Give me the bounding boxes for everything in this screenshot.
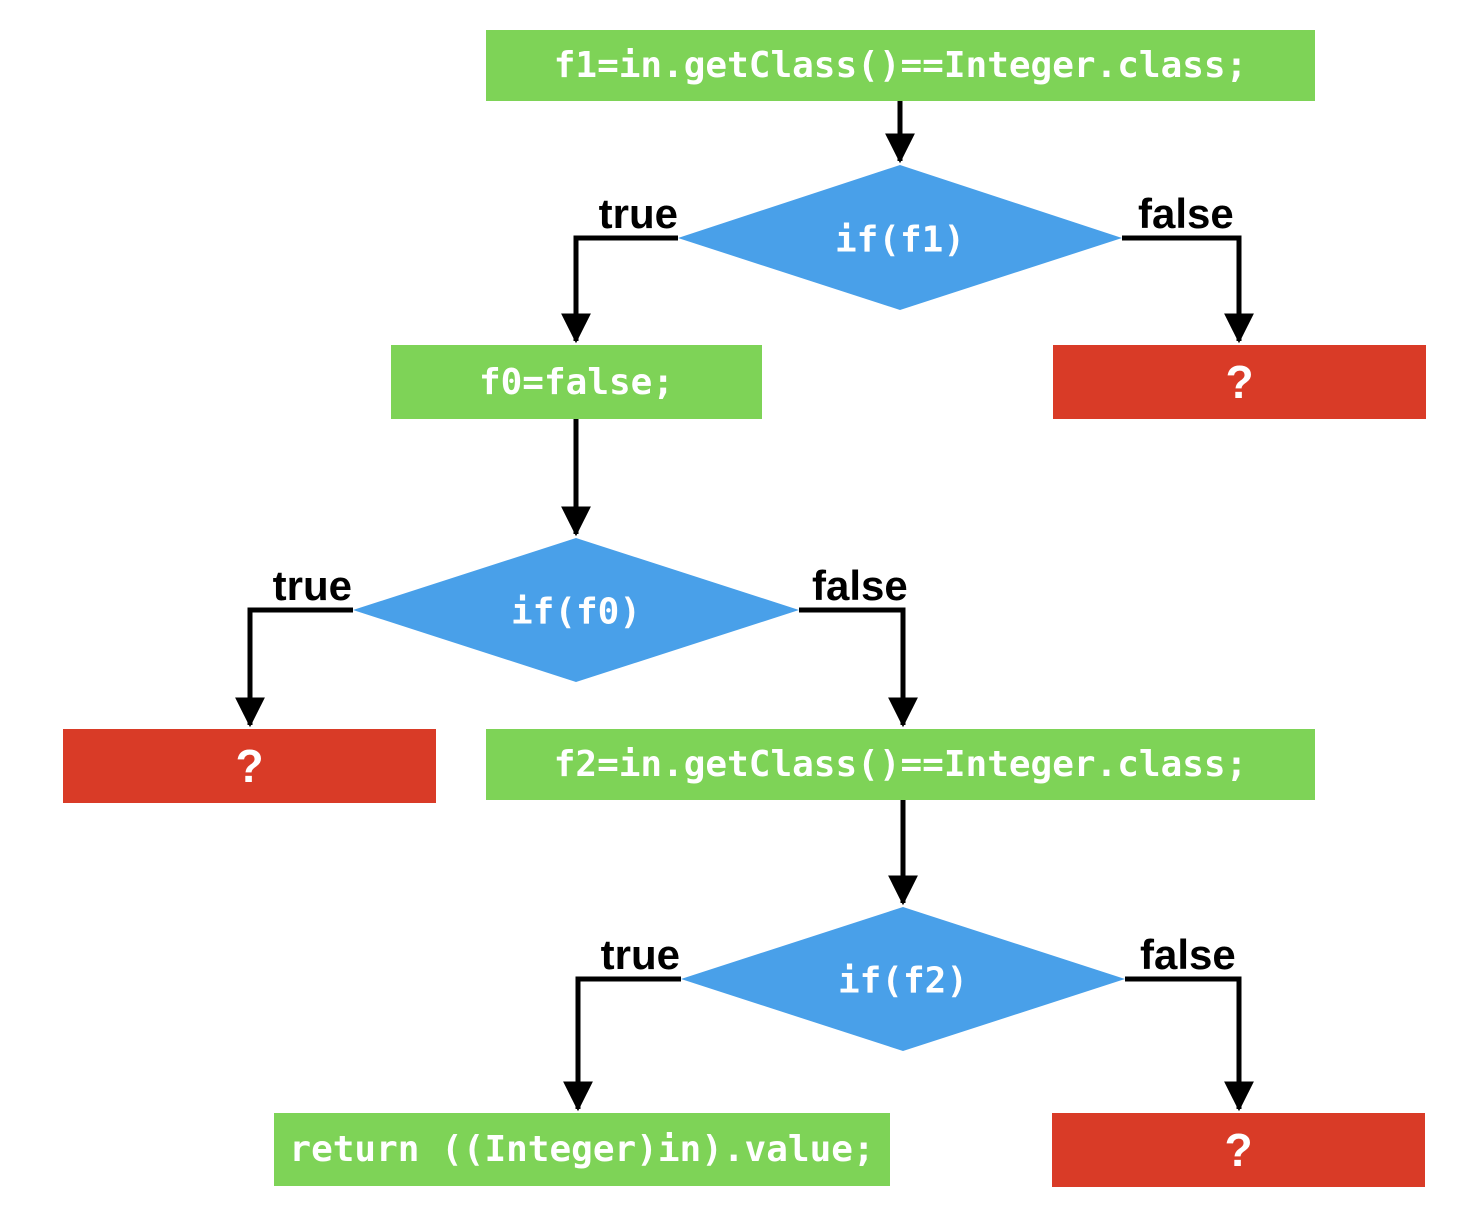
decision-label-if-f1: if(f1) xyxy=(834,219,966,261)
branch-label-false-if-f2: false xyxy=(1140,931,1236,978)
decision-diamond-if-f0 xyxy=(353,538,799,682)
branch-label-false-if-f1: false xyxy=(1138,190,1234,237)
decision-label-if-f0: if(f0) xyxy=(510,591,642,633)
arrow-if-f1-false-to-unknown xyxy=(1122,235,1254,344)
unknown-box-mid-left: ? xyxy=(63,729,436,803)
process-box-stmt-f2: f2=in.getClass()==Integer.class; xyxy=(486,729,1315,800)
decision-diamond-if-f2 xyxy=(681,907,1125,1051)
process-box-stmt-f0: f0=false; xyxy=(391,345,762,419)
arrow-if-f1-true-to-stmt-f0 xyxy=(561,235,678,344)
arrow-if-f0-true-to-unknown xyxy=(235,607,353,728)
arrow-if-f0-false-to-stmt-f2 xyxy=(799,607,918,728)
branch-label-false-if-f0: false xyxy=(812,562,908,609)
process-box-return: return ((Integer)in).value; xyxy=(274,1113,890,1186)
process-box-stmt-f1: f1=in.getClass()==Integer.class; xyxy=(486,30,1315,101)
arrow-if-f2-true-to-return xyxy=(563,976,681,1112)
branch-label-true-if-f0: true xyxy=(272,562,352,609)
decision-label-if-f2: if(f2) xyxy=(837,960,969,1002)
unknown-box-bottom-right: ? xyxy=(1052,1113,1425,1187)
branch-label-true-if-f2: true xyxy=(600,931,680,978)
unknown-box-top-right: ? xyxy=(1053,345,1426,419)
decision-diamond-if-f1 xyxy=(678,165,1122,310)
arrow-if-f2-false-to-unknown xyxy=(1125,976,1254,1112)
branch-label-true-if-f1: true xyxy=(598,190,678,237)
